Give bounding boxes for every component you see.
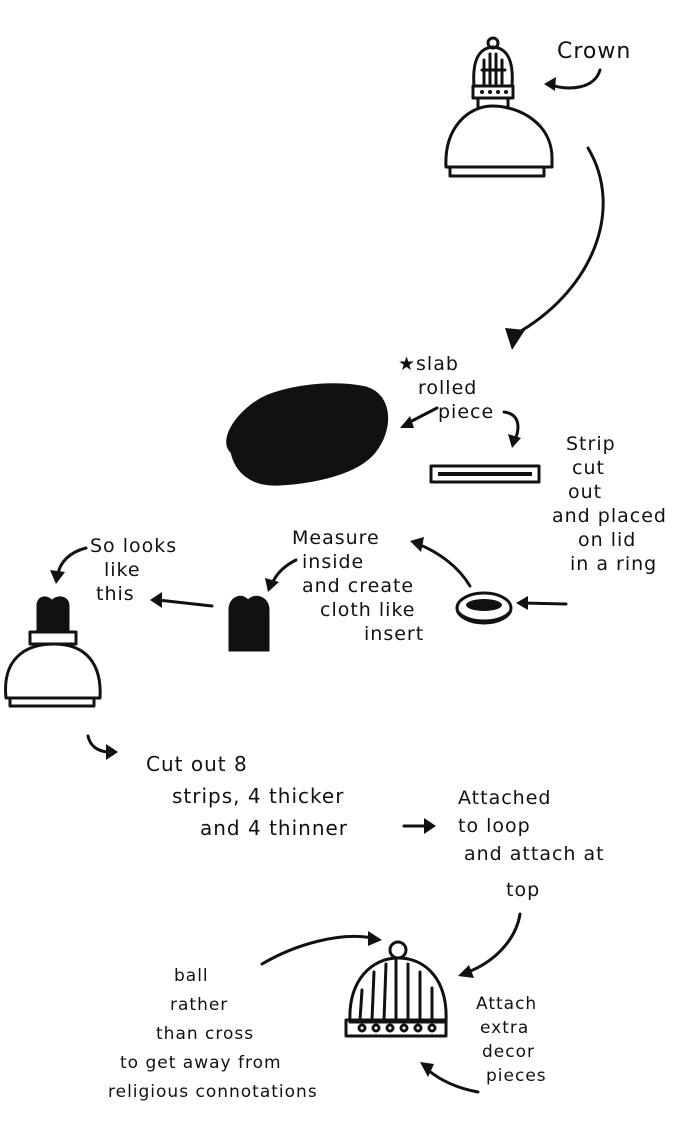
label-strip: Strip cut out and placed on lid in a rin… (552, 432, 667, 576)
label-cut-out: Cut out 8 strips, 4 thicker and 4 thinne… (146, 748, 348, 844)
label-line: inside (302, 551, 365, 573)
label-line: to get away from (120, 1053, 282, 1073)
label-line: Attached (458, 787, 552, 809)
clay-ring (455, 591, 513, 625)
arrow-insert-to-lid (156, 598, 214, 608)
label-line: Measure (292, 527, 380, 549)
label-line: cut (572, 457, 605, 479)
label-line: like (104, 559, 141, 581)
arrow-ring-label (520, 601, 568, 606)
label-so-looks: So looks like this (90, 534, 177, 606)
label-line: ball (174, 966, 209, 986)
label-line: pieces (486, 1066, 547, 1086)
label-line: insert (364, 623, 425, 645)
label-crown: Crown (557, 40, 631, 64)
label-line: top (506, 879, 541, 901)
arrow-decor-to-band (426, 1068, 480, 1094)
label-line: and attach at (464, 843, 605, 865)
label-measure: Measure inside and create cloth like ins… (292, 526, 424, 646)
label-line: cloth like (320, 599, 416, 621)
arrow-ball-text (260, 934, 374, 966)
label-line: extra (480, 1018, 530, 1038)
label-line: out (568, 481, 603, 503)
label-line: and placed (552, 505, 667, 527)
label-attached: Attached to loop and attach at top (454, 784, 605, 904)
label-line: piece (438, 401, 495, 423)
label-line: ★slab (398, 353, 459, 375)
label-line: Attach (476, 994, 538, 1014)
label-line: and 4 thinner (200, 816, 349, 840)
label-line: rather (170, 995, 229, 1015)
slab-rolled-piece (226, 383, 388, 486)
finished-crown-drawing (444, 36, 554, 178)
arrow-so-looks (56, 546, 88, 576)
label-line: decor (482, 1042, 535, 1062)
label-line: in a ring (570, 553, 658, 575)
label-slab-rolled-piece: ★slab rolled piece (398, 352, 494, 424)
label-crown-text: Crown (557, 39, 632, 64)
clay-strip (429, 464, 541, 484)
label-line: on lid (578, 529, 637, 551)
label-line: and create (302, 575, 415, 597)
label-attach-extra: Attach extra decor pieces (476, 992, 547, 1088)
label-line: rolled (418, 377, 478, 399)
cage-crown-drawing (344, 940, 448, 1038)
label-line: strips, 4 thicker (172, 784, 345, 808)
label-line: religious connotations (108, 1082, 318, 1102)
arrow-ring-to-measure (416, 542, 472, 588)
label-line: Cut out 8 (146, 752, 248, 776)
cloth-insert (228, 595, 270, 652)
label-ball: ball rather than cross to get away from … (108, 962, 318, 1107)
label-line: this (96, 583, 135, 605)
label-line: to loop (458, 815, 531, 837)
arrow-down-to-slab (512, 146, 605, 337)
label-line: So looks (90, 535, 178, 557)
lid-with-insert (4, 596, 102, 708)
label-line: Strip (566, 433, 616, 455)
label-line: than cross (156, 1024, 255, 1044)
arrow-top-to-cage (466, 912, 522, 974)
